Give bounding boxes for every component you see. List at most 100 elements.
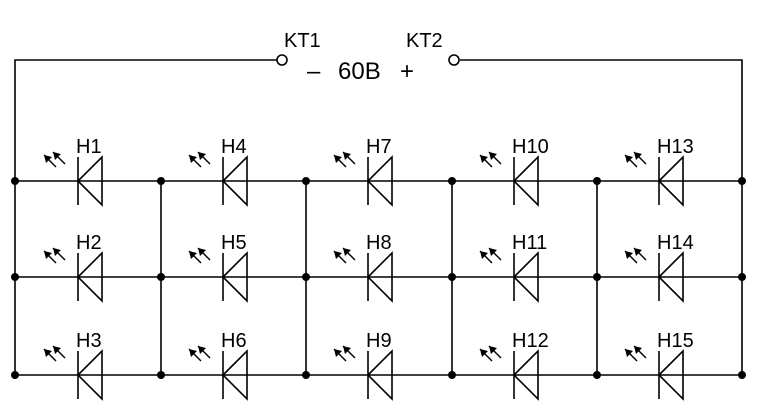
emission-arrowhead-icon	[489, 152, 497, 160]
supply-label: – 60В +	[307, 58, 414, 85]
led-label: H12	[512, 330, 549, 352]
terminal-kt1-label: KT1	[284, 30, 321, 52]
junction-node-r2-c6	[738, 273, 746, 281]
supply-plus-sign: +	[400, 58, 414, 85]
junction-node-r1-c4	[448, 177, 456, 185]
led-triangle	[221, 349, 248, 401]
emission-arrowhead-icon	[634, 248, 642, 256]
emission-arrowhead-icon	[189, 251, 197, 259]
led-label: H6	[221, 330, 247, 352]
junction-node-r2-c4	[448, 273, 456, 281]
emission-arrowhead-icon	[53, 152, 61, 160]
junction-node-r3-c4	[448, 371, 456, 379]
emission-arrowhead-icon	[44, 155, 52, 163]
led-h7: H7	[333, 136, 393, 207]
emission-arrowhead-icon	[634, 152, 642, 160]
led-h1: H1	[43, 136, 103, 207]
emission-arrowhead-icon	[53, 248, 61, 256]
led-h12: H12	[479, 330, 549, 401]
led-triangle	[221, 155, 248, 207]
led-h4: H4	[188, 136, 248, 207]
emission-arrowhead-icon	[625, 349, 633, 357]
led-label: H1	[76, 136, 102, 158]
led-label: H14	[657, 232, 694, 254]
emission-arrowhead-icon	[334, 349, 342, 357]
emission-arrowhead-icon	[198, 346, 206, 354]
junction-node-r2-c2	[157, 273, 165, 281]
led-triangle	[657, 251, 684, 303]
led-label: H2	[76, 232, 102, 254]
emission-arrowhead-icon	[480, 155, 488, 163]
led-label: H13	[657, 136, 694, 158]
led-triangle	[366, 155, 393, 207]
emission-arrowhead-icon	[634, 346, 642, 354]
led-triangle	[657, 155, 684, 207]
emission-arrowhead-icon	[198, 248, 206, 256]
led-h10: H10	[479, 136, 549, 207]
emission-arrowhead-icon	[334, 155, 342, 163]
led-label: H7	[366, 136, 392, 158]
junction-node-r3-c3	[302, 371, 310, 379]
emission-arrowhead-icon	[334, 251, 342, 259]
led-h11: H11	[479, 232, 547, 303]
led-label: H4	[221, 136, 247, 158]
emission-arrowhead-icon	[44, 251, 52, 259]
led-triangle	[366, 251, 393, 303]
led-triangle	[366, 349, 393, 401]
led-label: H3	[76, 330, 102, 352]
emission-arrowhead-icon	[189, 349, 197, 357]
led-label: H10	[512, 136, 549, 158]
junction-node-r1-c1	[11, 177, 19, 185]
terminals: KT1 KT2	[276, 30, 460, 66]
led-triangle	[221, 251, 248, 303]
emission-arrowhead-icon	[343, 152, 351, 160]
supply-voltage: 60В	[338, 58, 381, 85]
junction-node-r3-c1	[11, 371, 19, 379]
led-label: H11	[512, 232, 547, 254]
led-h15: H15	[624, 330, 694, 401]
led-h13: H13	[624, 136, 694, 207]
led-h8: H8	[333, 232, 393, 303]
wire-kt1-to-left-rail	[14, 59, 277, 375]
led-h2: H2	[43, 232, 103, 303]
emission-arrowhead-icon	[189, 155, 197, 163]
emission-arrowhead-icon	[53, 346, 61, 354]
led-triangle	[76, 349, 103, 401]
wire-kt2-to-right-rail	[460, 59, 743, 375]
emission-arrowhead-icon	[198, 152, 206, 160]
emission-arrowhead-icon	[343, 248, 351, 256]
junction-node-r2-c5	[593, 273, 601, 281]
emission-arrowhead-icon	[489, 248, 497, 256]
junction-node-r2-c3	[302, 273, 310, 281]
junction-node-r3-c5	[593, 371, 601, 379]
junction-node-r3-c2	[157, 371, 165, 379]
emission-arrowhead-icon	[480, 349, 488, 357]
led-h5: H5	[188, 232, 248, 303]
led-triangle	[657, 349, 684, 401]
junction-node-r1-c6	[738, 177, 746, 185]
junction-nodes	[11, 177, 746, 379]
emission-arrowhead-icon	[343, 346, 351, 354]
led-triangle	[512, 155, 539, 207]
led-label: H5	[221, 232, 247, 254]
emission-arrowhead-icon	[480, 251, 488, 259]
wires	[14, 59, 743, 376]
led-h3: H3	[43, 330, 103, 401]
terminal-kt2	[448, 54, 460, 66]
led-triangle	[512, 349, 539, 401]
terminal-kt1	[276, 54, 288, 66]
emission-arrowhead-icon	[489, 346, 497, 354]
emission-arrowhead-icon	[625, 251, 633, 259]
junction-node-r3-c6	[738, 371, 746, 379]
led-label: H8	[366, 232, 392, 254]
junction-node-r1-c5	[593, 177, 601, 185]
led-h6: H6	[188, 330, 248, 401]
led-triangle	[76, 251, 103, 303]
led-h14: H14	[624, 232, 694, 303]
led-h9: H9	[333, 330, 393, 401]
emission-arrowhead-icon	[625, 155, 633, 163]
terminal-kt2-label: KT2	[406, 30, 443, 52]
junction-node-r2-c1	[11, 273, 19, 281]
led-triangle	[76, 155, 103, 207]
